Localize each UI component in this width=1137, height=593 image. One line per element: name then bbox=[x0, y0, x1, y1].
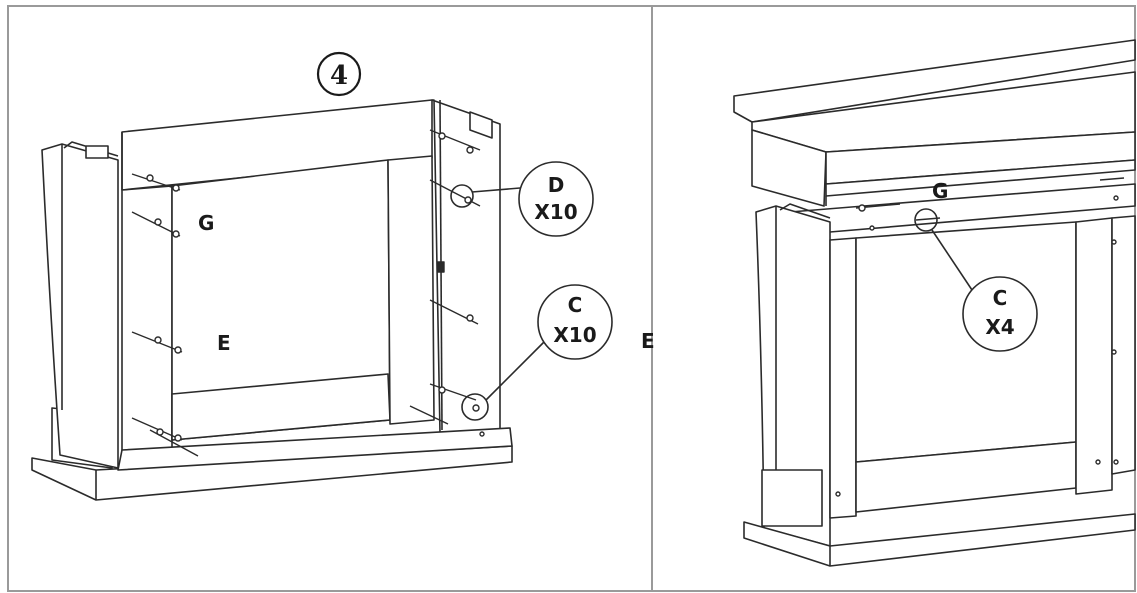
front-frame bbox=[121, 185, 173, 463]
callout-c-right: C X4 bbox=[962, 276, 1038, 352]
highlight-circle-d bbox=[450, 184, 474, 208]
screws-left bbox=[131, 173, 199, 457]
step-number: 4 bbox=[330, 61, 348, 91]
lower-pedestal bbox=[761, 469, 823, 527]
callout-d-part: D bbox=[548, 173, 565, 197]
callout-c-left: C X10 bbox=[537, 284, 613, 360]
left-side-column bbox=[41, 143, 119, 469]
label-g-left: G bbox=[198, 211, 214, 235]
screws-right-panel bbox=[835, 177, 1125, 497]
callout-c-right-part: C bbox=[993, 286, 1008, 310]
right-assembly-drawing bbox=[733, 39, 1136, 567]
screws-right bbox=[409, 129, 485, 437]
label-e-left: E bbox=[217, 331, 231, 355]
callout-c-left-part: C bbox=[568, 293, 583, 317]
callout-c-left-qty: X10 bbox=[553, 323, 596, 347]
left-assembly-drawing bbox=[31, 99, 547, 501]
callout-c-right-qty: X4 bbox=[985, 315, 1014, 339]
step-badge: 4 bbox=[316, 51, 362, 97]
callout-d: D X10 bbox=[518, 161, 594, 237]
mantel-top bbox=[733, 39, 1136, 123]
callout-d-qty: X10 bbox=[534, 200, 577, 224]
label-e-divider: E bbox=[641, 329, 655, 353]
highlight-circle-c bbox=[461, 393, 489, 421]
highlight-circle-c-right bbox=[914, 208, 938, 232]
label-g-right: G bbox=[932, 179, 948, 203]
